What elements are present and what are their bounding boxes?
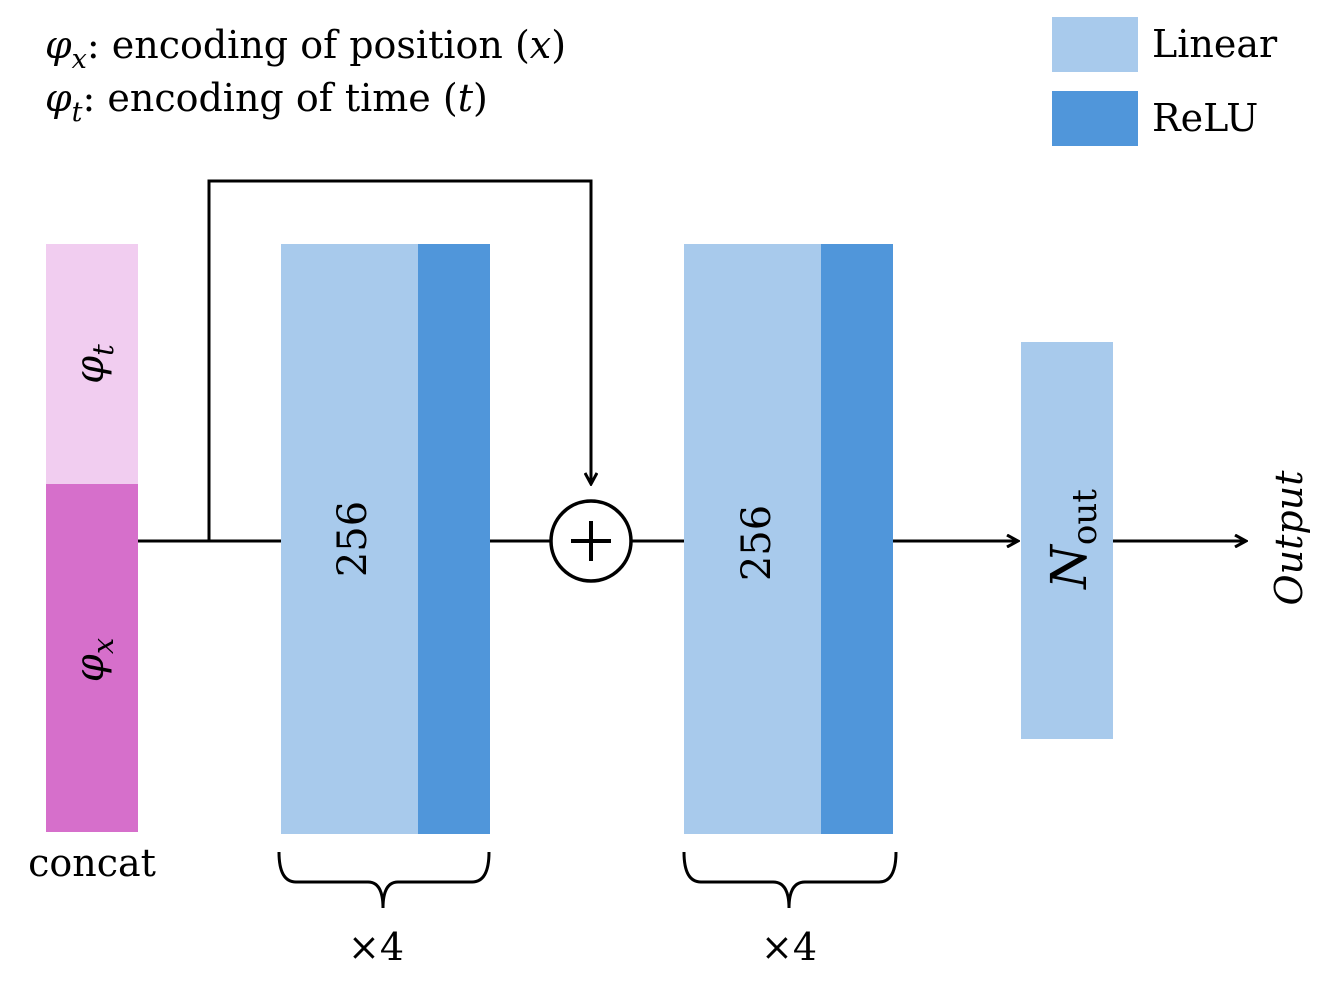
input-concat-bar: φt φx concat: [28, 244, 156, 885]
output-label: Output: [1267, 470, 1311, 606]
legend: Linear ReLU: [1052, 17, 1278, 146]
phi-t-label: φt: [67, 344, 120, 384]
legend-linear-swatch: [1052, 17, 1138, 72]
block2-linear-layer: [684, 244, 822, 834]
connections: [138, 179, 1246, 541]
legend-relu-swatch: [1052, 91, 1138, 146]
block2-brace: [682, 851, 898, 909]
block1-repeat-label: ×4: [348, 925, 404, 969]
n-out-label: Nout: [1040, 489, 1105, 590]
block1-linear-layer: [281, 244, 419, 834]
legend-linear-label: Linear: [1152, 22, 1278, 66]
hidden-block-1: 256 ×4: [277, 244, 491, 969]
block2-relu-layer: [821, 244, 893, 834]
phi-x-symbol: φ: [45, 23, 72, 67]
output-layer: Nout: [1021, 342, 1113, 739]
legend-relu-label: ReLU: [1152, 96, 1258, 140]
output-linear-layer: [1021, 342, 1113, 739]
concat-caption: concat: [28, 841, 156, 885]
block1-width-label: 256: [330, 501, 376, 577]
phi-t-segment: [46, 244, 138, 484]
skip-connection: [207, 179, 591, 541]
header-time-encoding: φt: encoding of time (t): [45, 76, 488, 128]
hidden-block-2: 256 ×4: [682, 244, 898, 969]
phi-x-label: φx: [67, 638, 120, 682]
block2-repeat-label: ×4: [761, 925, 817, 969]
block2-width-label: 256: [734, 505, 780, 581]
block1-brace: [277, 851, 491, 909]
block1-relu-layer: [418, 244, 490, 834]
phi-x-segment: [46, 484, 138, 832]
header-position-encoding: φx: encoding of position (x): [45, 23, 566, 75]
adder-node: [549, 499, 633, 583]
phi-t-symbol: φ: [45, 76, 72, 120]
